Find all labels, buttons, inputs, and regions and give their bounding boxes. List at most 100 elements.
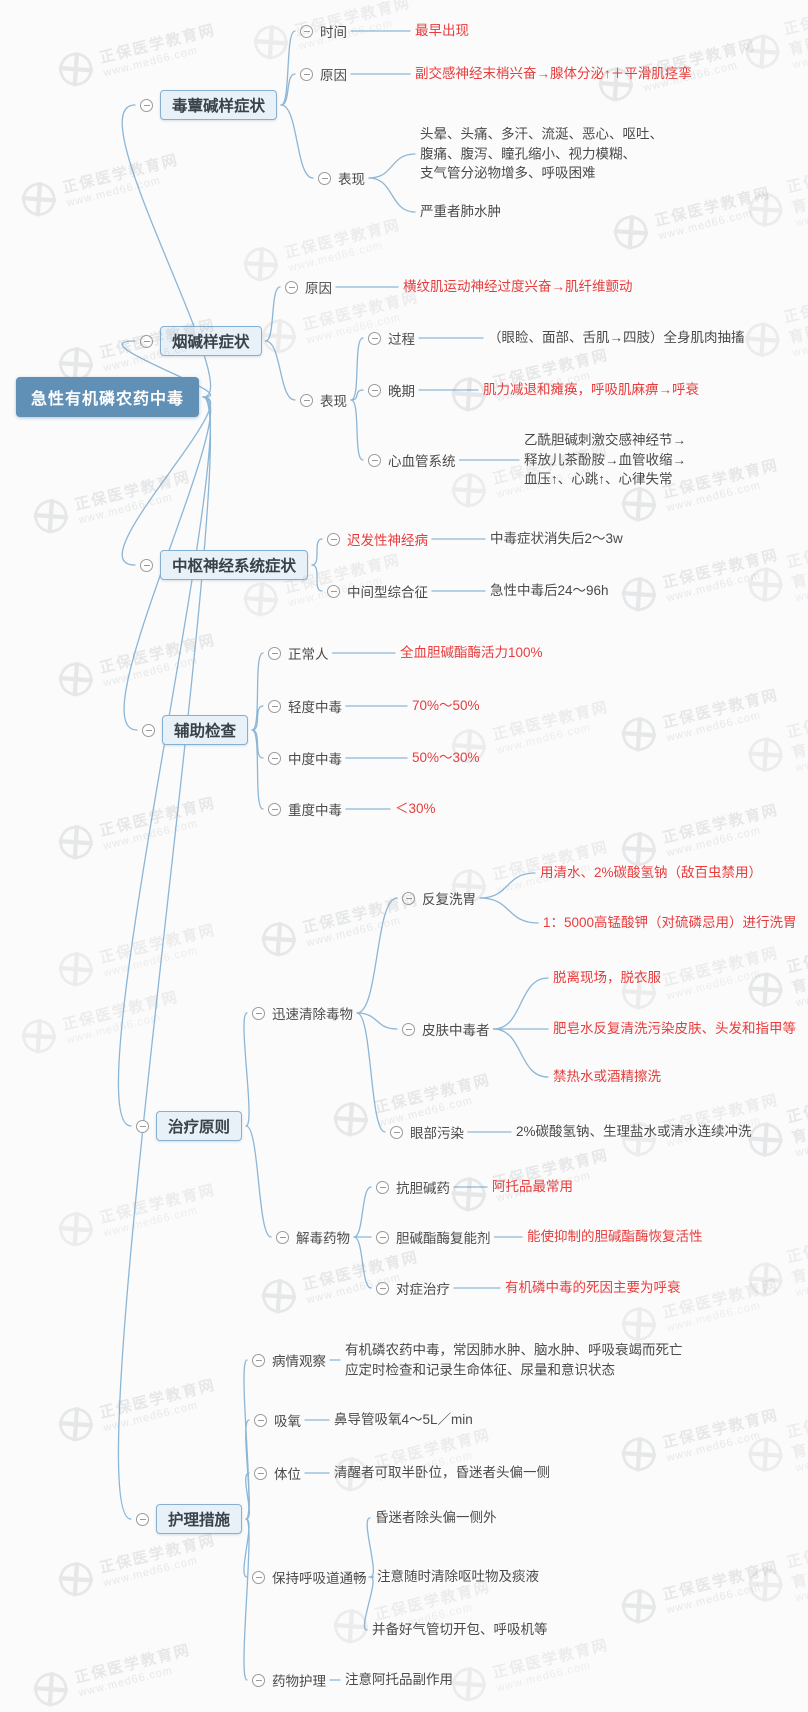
- leaf-cause-value[interactable]: 副交感神经末梢兴奋→腺体分泌↑＋平滑肌痉挛: [415, 66, 692, 82]
- collapse-icon[interactable]: [376, 1230, 389, 1244]
- collapse-icon[interactable]: [300, 67, 313, 81]
- collapse-icon[interactable]: [300, 393, 313, 407]
- leaf-signs-severe[interactable]: 严重者肺水肿: [420, 204, 501, 220]
- collapse-icon[interactable]: [252, 1673, 265, 1687]
- leaf-delayed-value[interactable]: 中毒症状消失后2～3w: [490, 531, 623, 547]
- leaf-lavage-solution-1[interactable]: 用清水、2%碳酸氢钠（敌百虫禁用）: [540, 865, 763, 881]
- leaf-oxygen-value[interactable]: 鼻导管吸氧4～5L／min: [334, 1412, 473, 1428]
- collapse-icon[interactable]: [402, 891, 415, 905]
- collapse-icon[interactable]: [300, 24, 313, 38]
- node-position[interactable]: 体位: [254, 1463, 301, 1483]
- node-anticholinergic[interactable]: 抗胆碱药: [376, 1177, 450, 1197]
- leaf-lavage-solution-2[interactable]: 1：5000高锰酸钾（对硫磷忌用）进行洗胃: [543, 915, 797, 931]
- node-oxygen[interactable]: 吸氧: [254, 1410, 301, 1430]
- leaf-cardio-value[interactable]: 乙酰胆碱刺激交感神经节→ 释放儿茶酚胺→血管收缩→ 血压↑、心跳↑、心律失常: [524, 432, 686, 487]
- node-symptomatic-treatment[interactable]: 对症治疗: [376, 1278, 450, 1298]
- branch-muscarinic[interactable]: 毒蕈碱样症状: [140, 90, 278, 120]
- leaf-late-value[interactable]: 肌力减退和瘫痪，呼吸肌麻痹→呼衰: [483, 382, 699, 398]
- node-condition-observation[interactable]: 病情观察: [252, 1350, 326, 1370]
- collapse-icon[interactable]: [268, 802, 281, 816]
- collapse-icon[interactable]: [252, 1570, 265, 1584]
- collapse-icon[interactable]: [136, 1119, 149, 1133]
- node-cause[interactable]: 原因: [300, 64, 347, 84]
- leaf-process-value[interactable]: （眼睑、面部、舌肌→四肢）全身肌肉抽搐: [488, 330, 745, 346]
- node-delayed-neuropathy[interactable]: 迟发性神经病: [327, 529, 428, 549]
- branch-treatment[interactable]: 治疗原则: [136, 1111, 243, 1141]
- collapse-icon[interactable]: [252, 1353, 265, 1367]
- node-keep-airway-clear[interactable]: 保持呼吸道通畅: [252, 1567, 367, 1587]
- collapse-icon[interactable]: [140, 98, 153, 112]
- node-severe-poisoning[interactable]: 重度中毒: [268, 799, 342, 819]
- node-normal[interactable]: 正常人: [268, 643, 329, 663]
- collapse-icon[interactable]: [368, 453, 381, 467]
- leaf-skin-step-1[interactable]: 脱离现场，脱衣服: [553, 970, 661, 986]
- collapse-icon[interactable]: [376, 1281, 389, 1295]
- collapse-icon[interactable]: [390, 1125, 403, 1139]
- collapse-icon[interactable]: [140, 334, 153, 348]
- collapse-icon[interactable]: [254, 1413, 267, 1427]
- collapse-icon[interactable]: [327, 532, 340, 546]
- collapse-icon[interactable]: [268, 699, 281, 713]
- collapse-icon[interactable]: [268, 646, 281, 660]
- collapse-icon[interactable]: [285, 280, 298, 294]
- node-moderate-poisoning[interactable]: 中度中毒: [268, 748, 342, 768]
- node-cholinesterase-reactivator[interactable]: 胆碱酯酶复能剂: [376, 1227, 491, 1247]
- node-cardiovascular[interactable]: 心血管系统: [368, 450, 456, 470]
- leaf-position-value[interactable]: 清醒者可取半卧位，昏迷者头偏一侧: [334, 1465, 550, 1481]
- leaf-medication-value[interactable]: 注意阿托品副作用: [345, 1672, 453, 1688]
- collapse-icon[interactable]: [376, 1180, 389, 1194]
- node-label: 眼部污染: [410, 1126, 464, 1141]
- collapse-icon[interactable]: [140, 558, 153, 572]
- node-late-stage[interactable]: 晚期: [368, 380, 415, 400]
- collapse-icon[interactable]: [368, 383, 381, 397]
- node-signs[interactable]: 表现: [318, 168, 365, 188]
- leaf-airway-step-3[interactable]: 并备好气管切开包、呼吸机等: [372, 1622, 548, 1638]
- branch-examination[interactable]: 辅助检查: [142, 715, 249, 745]
- node-time[interactable]: 时间: [300, 21, 347, 41]
- leaf-airway-step-2[interactable]: 注意随时清除呕吐物及痰液: [377, 1569, 539, 1585]
- leaf-eye-value[interactable]: 2%碳酸氢钠、生理盐水或清水连续冲洗: [516, 1124, 752, 1140]
- leaf-signs-general[interactable]: 头晕、头痛、多汗、流涎、恶心、呕吐、 腹痛、腹泻、瞳孔缩小、视力模糊、 支气管分…: [420, 126, 663, 181]
- collapse-icon[interactable]: [252, 1006, 265, 1020]
- node-mild-poisoning[interactable]: 轻度中毒: [268, 696, 342, 716]
- leaf-observation-value[interactable]: 有机磷农药中毒，常因肺水肿、脑水肿、呼吸衰竭而死亡 应定时检查和记录生命体征、尿…: [345, 1342, 683, 1377]
- node-process[interactable]: 过程: [368, 328, 415, 348]
- leaf-cause-value[interactable]: 横纹肌运动神经过度兴奋→肌纤维颤动: [403, 279, 633, 295]
- node-label: 解毒药物: [296, 1231, 350, 1246]
- leaf-time-value[interactable]: 最早出现: [415, 23, 469, 39]
- node-skin-contamination[interactable]: 皮肤中毒者: [402, 1019, 490, 1039]
- leaf-skin-step-2[interactable]: 肥皂水反复清洗污染皮肤、头发和指甲等: [553, 1021, 796, 1037]
- collapse-icon[interactable]: [136, 1512, 149, 1526]
- node-eye-contamination[interactable]: 眼部污染: [390, 1122, 464, 1142]
- collapse-icon[interactable]: [276, 1230, 289, 1244]
- node-signs[interactable]: 表现: [300, 390, 347, 410]
- node-intermediate-syndrome[interactable]: 中间型综合征: [327, 581, 428, 601]
- node-gastric-lavage[interactable]: 反复洗胃: [402, 888, 476, 908]
- leaf-reactivator-value[interactable]: 能使抑制的胆碱酯酶恢复活性: [527, 1229, 703, 1245]
- leaf-intermediate-value[interactable]: 急性中毒后24～96h: [490, 583, 609, 599]
- branch-nursing[interactable]: 护理措施: [136, 1504, 243, 1534]
- leaf-skin-step-3[interactable]: 禁热水或酒精擦洗: [553, 1069, 661, 1085]
- leaf-airway-step-1[interactable]: 昏迷者除头偏一侧外: [375, 1510, 497, 1526]
- node-medication-care[interactable]: 药物护理: [252, 1670, 326, 1690]
- leaf-normal-value[interactable]: 全血胆碱酯酶活力100%: [400, 645, 543, 661]
- central-topic[interactable]: 急性有机磷农药中毒: [16, 377, 200, 417]
- branch-cns[interactable]: 中枢神经系统症状: [140, 550, 309, 580]
- node-cause[interactable]: 原因: [285, 277, 332, 297]
- leaf-symptomatic-value[interactable]: 有机磷中毒的死因主要为呼衰: [505, 1280, 681, 1296]
- collapse-icon[interactable]: [268, 751, 281, 765]
- collapse-icon[interactable]: [318, 171, 331, 185]
- node-antidotes[interactable]: 解毒药物: [276, 1227, 350, 1247]
- leaf-moderate-value[interactable]: 50%～30%: [412, 750, 480, 766]
- leaf-severe-value[interactable]: ＜30%: [395, 801, 436, 817]
- collapse-icon[interactable]: [368, 331, 381, 345]
- leaf-anticholinergic-value[interactable]: 阿托品最常用: [492, 1179, 573, 1195]
- branch-nicotinic[interactable]: 烟碱样症状: [140, 326, 262, 356]
- node-remove-poison[interactable]: 迅速清除毒物: [252, 1003, 353, 1023]
- leaf-mild-value[interactable]: 70%～50%: [412, 698, 480, 714]
- collapse-icon[interactable]: [402, 1022, 415, 1036]
- collapse-icon[interactable]: [254, 1466, 267, 1480]
- collapse-icon[interactable]: [142, 723, 155, 737]
- collapse-icon[interactable]: [327, 584, 340, 598]
- node-label: 原因: [305, 281, 332, 296]
